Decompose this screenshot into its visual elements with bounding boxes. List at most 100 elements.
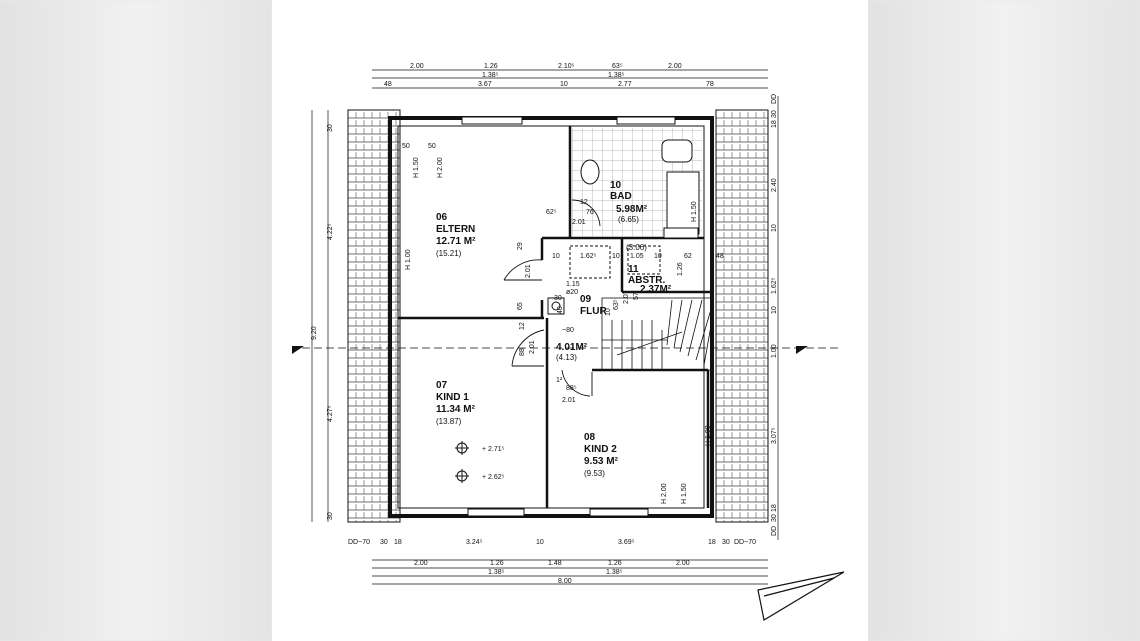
svg-text:3.67: 3.67 xyxy=(478,81,492,88)
svg-text:(15.21): (15.21) xyxy=(436,249,462,258)
svg-text:(9.53): (9.53) xyxy=(584,469,605,478)
roof-hatching xyxy=(347,109,769,523)
hall-fixtures xyxy=(547,245,661,315)
room-kind-1: 07 KIND 1 11.34 M² (13.87) xyxy=(436,380,476,426)
svg-text:2.00: 2.00 xyxy=(410,63,424,70)
svg-text:H 2.00: H 2.00 xyxy=(437,157,444,178)
svg-text:2.01: 2.01 xyxy=(525,264,532,278)
svg-text:18: 18 xyxy=(708,539,716,546)
dims-top-row-2: 1.38⁵ 1.38⁵ xyxy=(482,72,625,79)
interior-walls xyxy=(398,126,712,508)
svg-text:2.00: 2.00 xyxy=(668,63,682,70)
svg-text:1.00: 1.00 xyxy=(771,344,778,358)
svg-text:DD~70: DD~70 xyxy=(348,539,370,546)
svg-text:30: 30 xyxy=(771,110,778,118)
svg-text:1.05: 1.05 xyxy=(630,253,644,260)
north-arrow xyxy=(757,571,845,621)
svg-text:48: 48 xyxy=(384,81,392,88)
svg-text:1.26: 1.26 xyxy=(677,262,684,276)
svg-text:29: 29 xyxy=(517,242,524,250)
svg-text:11.34 M²: 11.34 M² xyxy=(436,404,476,415)
svg-text:BAD: BAD xyxy=(610,191,632,202)
svg-text:06: 06 xyxy=(436,212,448,223)
room-kind-2: 08 KIND 2 9.53 M² (9.53) xyxy=(584,432,619,478)
dims-bottom-row-4: 8.00 xyxy=(558,578,572,585)
svg-text:4.01M²: 4.01M² xyxy=(556,342,588,353)
svg-text:3.07⁵: 3.07⁵ xyxy=(771,427,778,444)
svg-text:10: 10 xyxy=(654,253,662,260)
svg-text:1.62⁵: 1.62⁵ xyxy=(771,277,778,294)
svg-text:57: 57 xyxy=(633,292,640,300)
dims-bottom-row-2: 2.00 1.26 1.48 1.26 2.00 xyxy=(414,560,690,567)
svg-text:2.01: 2.01 xyxy=(529,340,536,354)
dims-left: 30 4.22⁵ 9.20 4.27⁵ 30 xyxy=(311,124,334,520)
svg-text:(13.87): (13.87) xyxy=(436,417,462,426)
dims-right: DD 30 18 2.40 10 1.62⁵ 10 1.00 3.07⁵ 18 … xyxy=(771,94,778,536)
staircase xyxy=(601,297,713,371)
svg-text:2.77: 2.77 xyxy=(618,81,632,88)
svg-text:12: 12 xyxy=(519,322,526,330)
svg-text:(4.13): (4.13) xyxy=(556,353,577,362)
svg-text:10: 10 xyxy=(560,81,568,88)
svg-text:10: 10 xyxy=(771,306,778,314)
svg-text:KIND 2: KIND 2 xyxy=(584,444,617,455)
svg-text:1.38⁵: 1.38⁵ xyxy=(488,569,505,576)
svg-text:1.62⁵: 1.62⁵ xyxy=(580,253,597,260)
svg-text:H 2.00: H 2.00 xyxy=(661,483,668,504)
svg-text:78: 78 xyxy=(706,81,714,88)
svg-text:2.10⁵: 2.10⁵ xyxy=(558,63,575,70)
svg-text:4.27⁵: 4.27⁵ xyxy=(327,405,334,422)
svg-text:10: 10 xyxy=(771,224,778,232)
svg-text:18: 18 xyxy=(771,504,778,512)
svg-text:63⁵: 63⁵ xyxy=(613,299,620,310)
svg-text:50: 50 xyxy=(402,143,410,150)
svg-text:1.38⁵: 1.38⁵ xyxy=(482,72,499,79)
floor-plan-sheet: 2.00 1.26 2.10⁵ 63⁵ 2.00 1.38⁵ 1.38⁵ 48 … xyxy=(272,0,868,641)
svg-text:H 1.50: H 1.50 xyxy=(691,201,698,222)
svg-text:12: 12 xyxy=(580,199,588,206)
svg-text:09: 09 xyxy=(580,294,592,305)
svg-text:4.22⁵: 4.22⁵ xyxy=(327,223,334,240)
svg-text:30: 30 xyxy=(327,512,334,520)
svg-text:88⁵: 88⁵ xyxy=(566,385,577,392)
svg-text:2.07: 2.07 xyxy=(623,290,630,304)
svg-text:3.69⁵: 3.69⁵ xyxy=(618,539,635,546)
svg-text:ELTERN: ELTERN xyxy=(436,224,475,235)
svg-text:ABSTR.: ABSTR. xyxy=(628,275,665,286)
svg-text:2.01: 2.01 xyxy=(572,219,586,226)
doors xyxy=(503,199,601,397)
dims-top-row-3: 48 3.67 10 2.77 78 xyxy=(384,81,714,88)
svg-text:FLUR: FLUR xyxy=(580,306,607,317)
svg-text:H 1.50: H 1.50 xyxy=(413,157,420,178)
svg-text:18: 18 xyxy=(394,539,402,546)
svg-text:62: 62 xyxy=(684,253,692,260)
svg-text:30: 30 xyxy=(771,514,778,522)
svg-text:10: 10 xyxy=(536,539,544,546)
dims-bottom-row-1: DD~70 30 18 3.24⁵ 10 3.69⁵ 18 30 DD~70 xyxy=(348,539,756,546)
svg-text:~80: ~80 xyxy=(562,327,574,334)
dimension-lines xyxy=(311,69,779,585)
section-markers xyxy=(292,346,842,354)
svg-text:50: 50 xyxy=(428,143,436,150)
svg-text:2.00: 2.00 xyxy=(414,560,428,567)
svg-text:62⁵: 62⁵ xyxy=(546,209,557,216)
svg-text:30: 30 xyxy=(722,539,730,546)
svg-text:2.40: 2.40 xyxy=(771,178,778,192)
svg-text:11: 11 xyxy=(628,264,639,275)
svg-text:9.20: 9.20 xyxy=(311,326,318,340)
svg-text:1.38⁵: 1.38⁵ xyxy=(608,72,625,79)
svg-text:1.38⁵: 1.38⁵ xyxy=(606,569,623,576)
svg-text:DD: DD xyxy=(771,94,778,104)
svg-text:18: 18 xyxy=(771,120,778,128)
svg-text:3.24⁵: 3.24⁵ xyxy=(466,539,483,546)
dims-bottom-row-3: 1.38⁵ 1.38⁵ xyxy=(488,569,623,576)
svg-text:76: 76 xyxy=(586,209,594,216)
svg-text:08: 08 xyxy=(584,432,596,443)
svg-text:H 1.50: H 1.50 xyxy=(681,483,688,504)
blurred-background-right xyxy=(868,0,1140,641)
svg-text:65: 65 xyxy=(517,302,524,310)
blurred-background-left xyxy=(0,0,272,641)
room-flur: 09 FLUR 4.01M² (4.13) xyxy=(556,294,607,362)
svg-text:8.00: 8.00 xyxy=(558,578,572,585)
light-fixtures xyxy=(455,441,469,483)
